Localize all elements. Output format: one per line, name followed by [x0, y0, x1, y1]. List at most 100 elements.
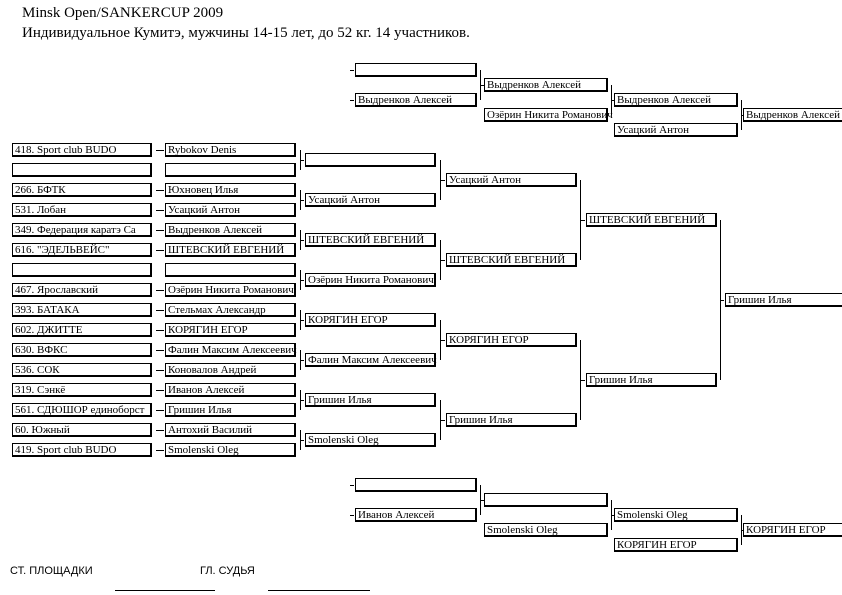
repechage-r1-box: Smolenski Oleg [484, 523, 608, 537]
connector-line [480, 85, 484, 86]
connector-line [350, 70, 354, 71]
competitor-box: Иванов Алексей [165, 383, 296, 397]
semifinal-box: ШТЕВСКИЙ ЕВГЕНИЙ [586, 213, 717, 227]
club-box: 319. Сэнкё [12, 383, 152, 397]
round2-box: ШТЕВСКИЙ ЕВГЕНИЙ [305, 233, 436, 247]
connector-line [440, 420, 445, 421]
connector-line [300, 440, 304, 441]
competitor-box: Коновалов Андрей [165, 363, 296, 377]
club-box: 561. СДЮШОР единоборст [12, 403, 152, 417]
club-box: 531. Лобан [12, 203, 152, 217]
repechage-r1-box [484, 493, 608, 507]
signature-line [268, 590, 370, 591]
repechage-r1-box: Озёрин Никита Романович [484, 108, 613, 122]
club-box: 630. ВФКС [12, 343, 152, 357]
competitor-box: Усацкий Антон [165, 203, 296, 217]
round3-box: Усацкий Антон [446, 173, 577, 187]
connector-line [156, 370, 164, 371]
repechage-winner-box: КОРЯГИН ЕГОР [743, 523, 842, 537]
connector-line [611, 515, 614, 516]
semifinal-box: Гришин Илья [586, 373, 717, 387]
competitor-box [165, 163, 296, 177]
connector-line [156, 190, 164, 191]
round2-box: Озёрин Никита Романович [305, 273, 436, 287]
club-box: 467. Ярославский [12, 283, 152, 297]
connector-line [156, 350, 164, 351]
competitor-box: Озёрин Никита Романович [165, 283, 296, 297]
connector-line [741, 115, 743, 116]
connector-line [156, 390, 164, 391]
connector-line [720, 300, 724, 301]
repechage-winner-box: Выдренков Алексей [743, 108, 842, 122]
club-box: 616. "ЭДЕЛЬВЕЙС" [12, 243, 152, 257]
connector-line [156, 250, 164, 251]
connector-line [300, 280, 304, 281]
competitor-box: КОРЯГИН ЕГОР [165, 323, 296, 337]
competitor-box: Rybokov Denis [165, 143, 296, 157]
club-box: 418. Sport club BUDO [12, 143, 152, 157]
connector-line [300, 160, 304, 161]
connector-line [156, 450, 164, 451]
competitor-box: Стельмах Александр [165, 303, 296, 317]
connector-line [156, 330, 164, 331]
club-box [12, 263, 152, 277]
competitor-box: Гришин Илья [165, 403, 296, 417]
connector-line [741, 530, 743, 531]
connector-line [300, 320, 304, 321]
competitor-box: Выдренков Алексей [165, 223, 296, 237]
round3-box: ШТЕВСКИЙ ЕВГЕНИЙ [446, 253, 577, 267]
competitor-box: Антохий Василий [165, 423, 296, 437]
connector-line [300, 360, 304, 361]
final-winner-box: Гришин Илья [725, 293, 842, 307]
repechage-r2-box: КОРЯГИН ЕГОР [614, 538, 738, 552]
round2-box: Усацкий Антон [305, 193, 436, 207]
connector-line [440, 340, 445, 341]
competitor-box: Smolenski Oleg [165, 443, 296, 457]
footer-left-label: СТ. ПЛОЩАДКИ [10, 565, 93, 577]
connector-line [611, 100, 614, 101]
round2-box [305, 153, 436, 167]
repechage-r1-box: Выдренков Алексей [484, 78, 608, 92]
connector-line [156, 290, 164, 291]
connector-line [350, 515, 354, 516]
connector-line [300, 240, 304, 241]
repechage-r2-box: Усацкий Антон [614, 123, 738, 137]
connector-line [156, 150, 164, 151]
footer-right-label: ГЛ. СУДЬЯ [200, 565, 255, 577]
competitor-box: Юхновец Илья [165, 183, 296, 197]
connector-line [440, 180, 445, 181]
club-box: 536. СОК [12, 363, 152, 377]
connector-line [156, 230, 164, 231]
repechage-entry-box: Иванов Алексей [355, 508, 477, 522]
club-box: 349. Федерация каратэ Са [12, 223, 152, 237]
club-box: 602. ДЖИТТЕ [12, 323, 152, 337]
round2-box: КОРЯГИН ЕГОР [305, 313, 436, 327]
connector-line [156, 310, 164, 311]
connector-line [156, 410, 164, 411]
club-box: 60. Южный [12, 423, 152, 437]
club-box: 266. БФТК [12, 183, 152, 197]
signature-line [115, 590, 215, 591]
connector-line [440, 260, 445, 261]
round2-box: Smolenski Oleg [305, 433, 436, 447]
connector-line [300, 200, 304, 201]
club-box [12, 163, 152, 177]
connector-line [156, 210, 164, 211]
repechage-entry-box [355, 63, 477, 77]
round2-box: Фалин Максим Алексеевич [305, 353, 437, 367]
repechage-r2-box: Smolenski Oleg [614, 508, 738, 522]
competitor-box: ШТЕВСКИЙ ЕВГЕНИЙ [165, 243, 296, 257]
round3-box: Гришин Илья [446, 413, 577, 427]
connector-line [580, 220, 585, 221]
round3-box: КОРЯГИН ЕГОР [446, 333, 577, 347]
competitor-box: Фалин Максим Алексеевич [165, 343, 297, 357]
club-box: 419. Sport club BUDO [12, 443, 152, 457]
repechage-entry-box: Выдренков Алексей [355, 93, 477, 107]
connector-line [350, 485, 354, 486]
page-title: Minsk Open/SANKERCUP 2009 [22, 5, 224, 21]
round2-box: Гришин Илья [305, 393, 436, 407]
repechage-entry-box [355, 478, 477, 492]
repechage-r2-box: Выдренков Алексей [614, 93, 738, 107]
page-subtitle: Индивидуальное Кумитэ, мужчины 14-15 лет… [22, 25, 470, 41]
connector-line [580, 380, 585, 381]
